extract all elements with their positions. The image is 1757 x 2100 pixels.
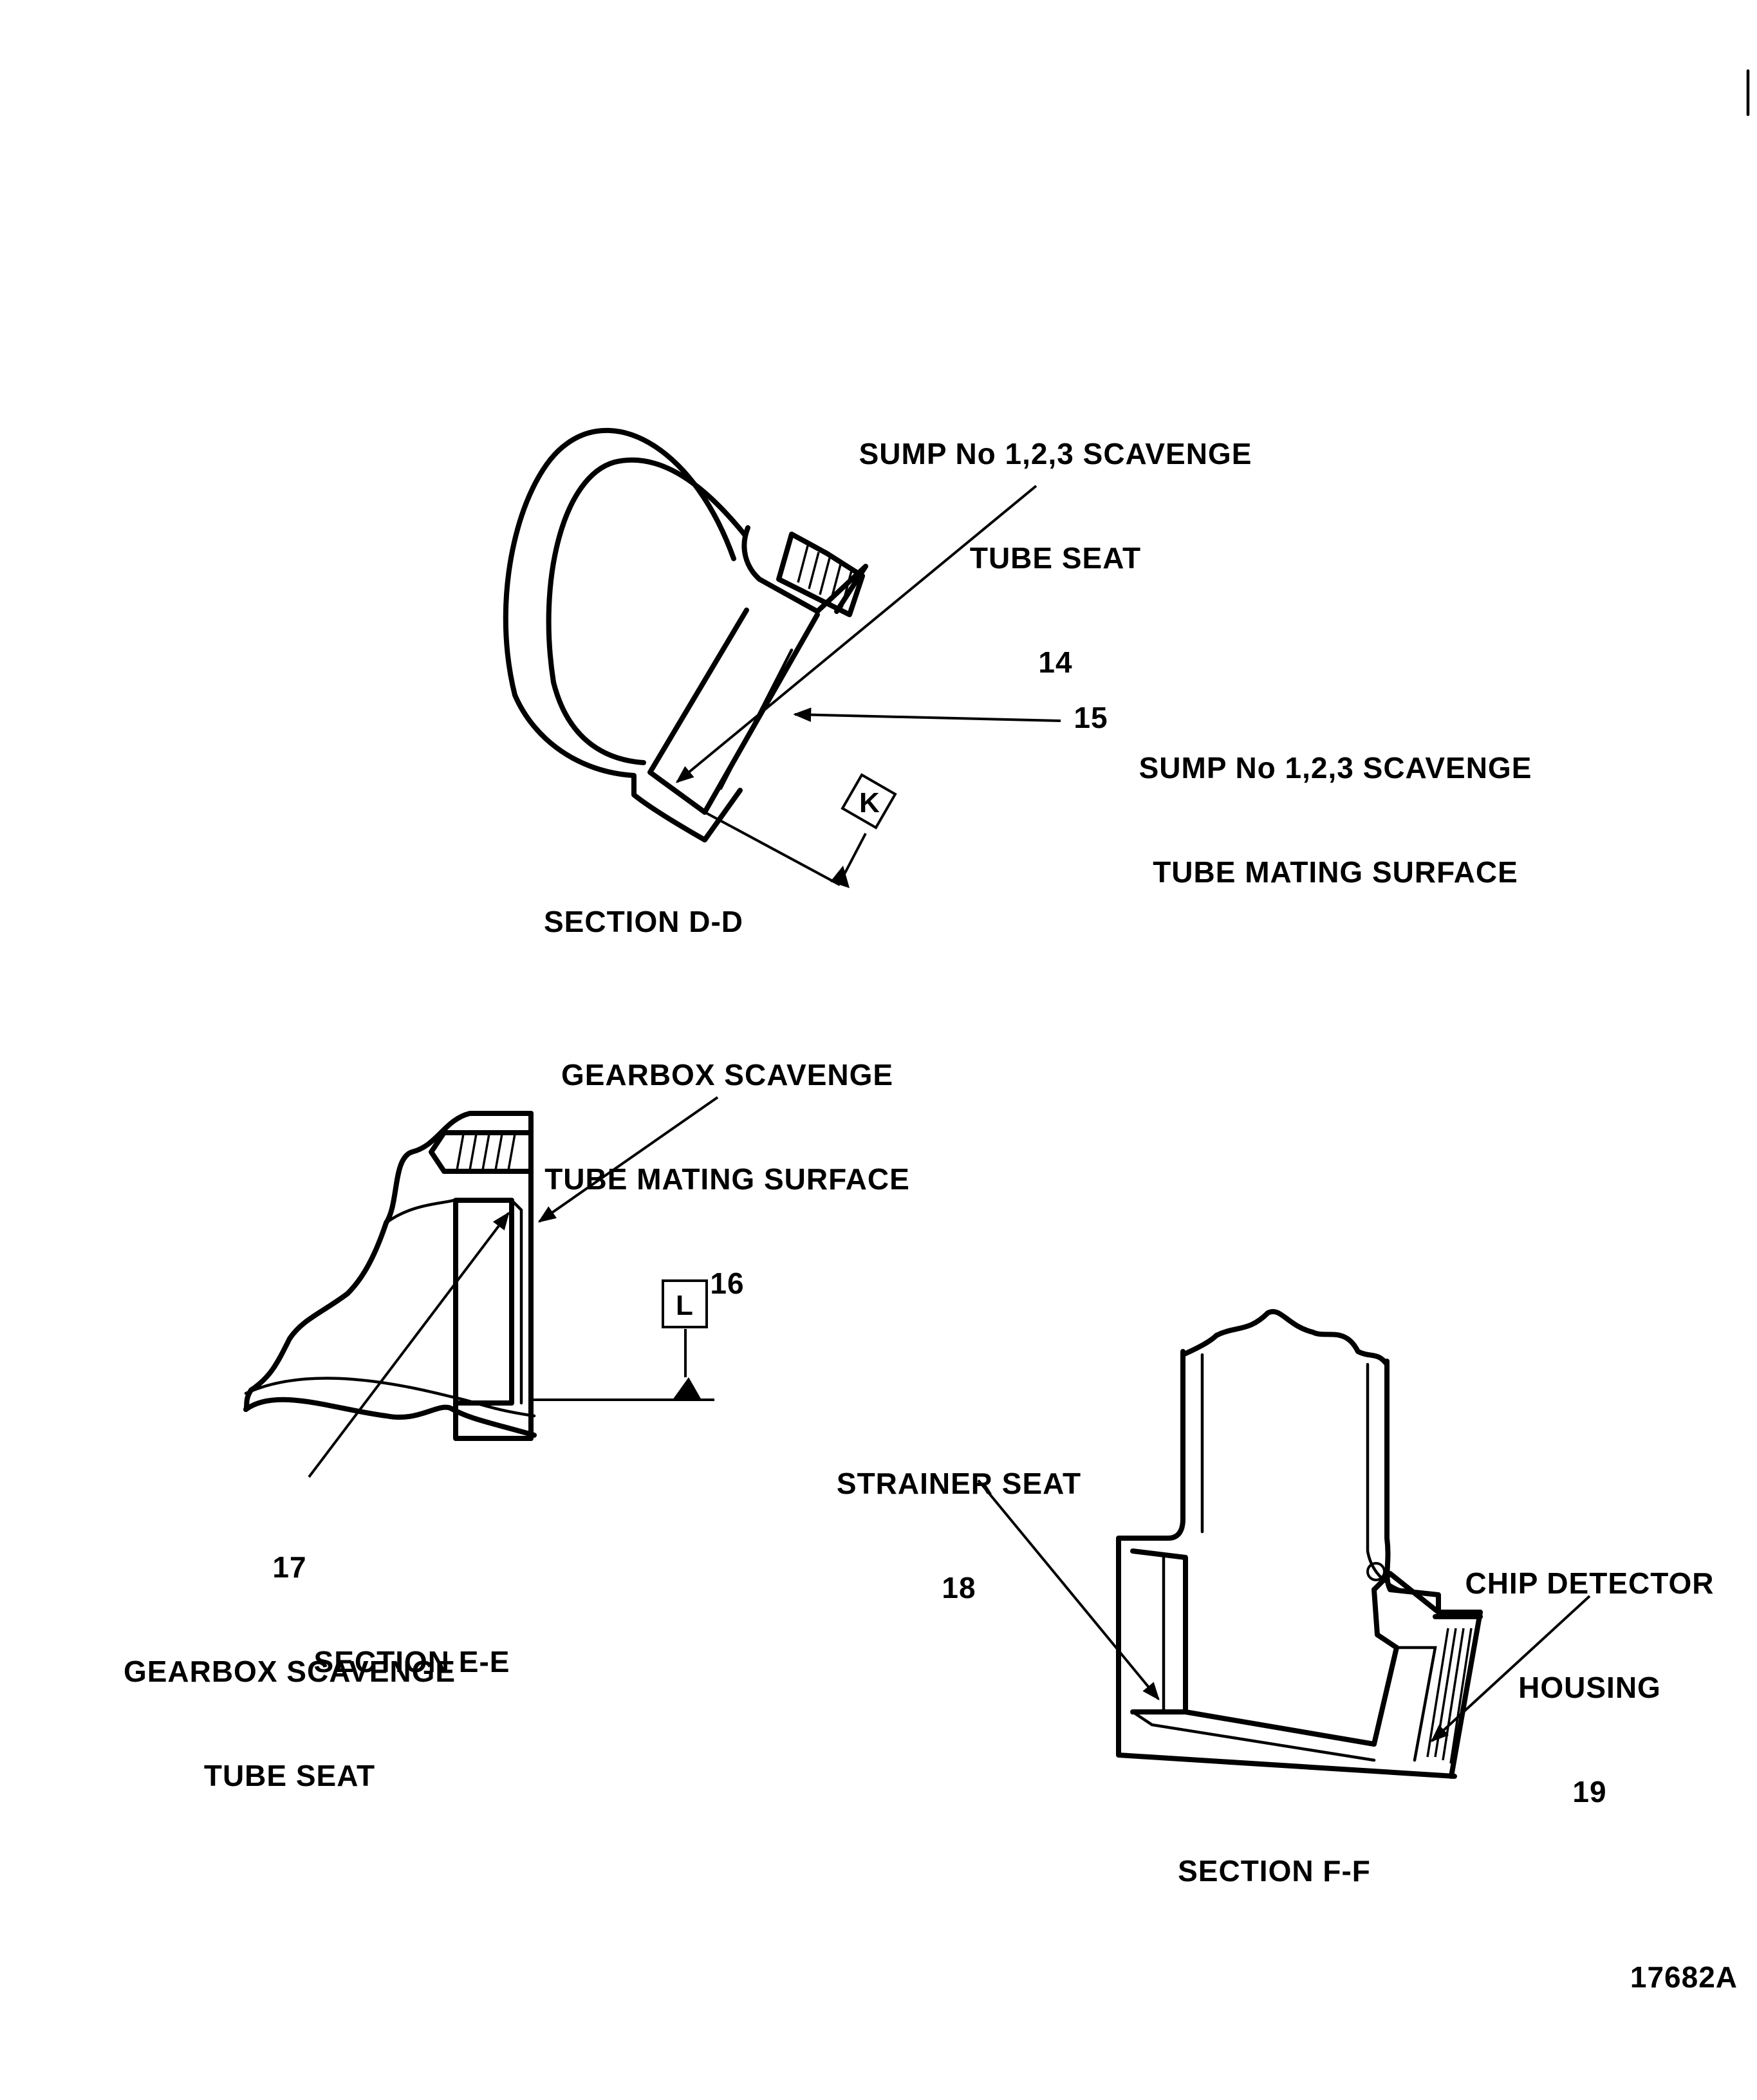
section-ff-title: SECTION F-F [1178,1854,1371,1888]
callout-14-line-2: TUBE SEAT [969,541,1142,575]
callout-14: SUMP No 1,2,3 SCAVENGE TUBE SEAT 14 [817,367,1294,714]
callout-17-line-2: TUBE SEAT [203,1759,376,1792]
callout-15: SUMP No 1,2,3 SCAVENGE TUBE MATING SURFA… [1117,681,1554,924]
leader-18 [977,1479,1160,1701]
callout-16-number: 16 [710,1267,745,1300]
leader-19 [1430,1595,1591,1742]
callout-14-number: 14 [1038,646,1073,679]
leader-17 [308,1211,510,1478]
datum-l-letter: L [676,1290,693,1321]
callout-17: 17 GEARBOX SCAVENGE TUBE SEAT [84,1480,496,1828]
section-ee-drawing: L [243,1096,719,1478]
section-dd-title: SECTION D-D [544,905,743,938]
callout-18-line-1: STRAINER SEAT [836,1467,1082,1500]
callout-18: STRAINER SEAT 18 [817,1397,1101,1640]
callout-19-line-1: CHIP DETECTOR [1465,1566,1715,1600]
callout-15-line-1: SUMP No 1,2,3 SCAVENGE [1139,751,1532,785]
callout-19-number: 19 [1572,1775,1607,1808]
callout-14-line-1: SUMP No 1,2,3 SCAVENGE [859,437,1252,470]
callout-16-line-1: GEARBOX SCAVENGE [561,1058,894,1092]
callout-16-line-2: TUBE MATING SURFACE [544,1162,910,1196]
ee-thread-hatch [456,1133,516,1171]
datum-k-letter: K [859,787,880,819]
leader-14 [675,485,1037,783]
callout-19: CHIP DETECTOR HOUSING 19 [1442,1496,1738,1844]
callout-17-line-1: GEARBOX SCAVENGE [123,1655,456,1688]
callout-17-number: 17 [272,1550,307,1584]
callout-15-line-2: TUBE MATING SURFACE [1153,855,1518,889]
callout-19-line-2: HOUSING [1518,1671,1661,1704]
section-ff-drawing [977,1309,1591,1779]
callout-16: GEARBOX SCAVENGE TUBE MATING SURFACE 16 [502,988,953,1335]
figure-id: 17682A [1630,1960,1738,1994]
callout-18-number: 18 [942,1571,976,1604]
leader-15 [793,707,1061,722]
leader-16 [537,1096,719,1223]
section-dd-drawing: K [503,427,1061,888]
callout-15-number: 15 [1074,701,1108,734]
section-ee-title: SECTION E-E [313,1645,510,1678]
